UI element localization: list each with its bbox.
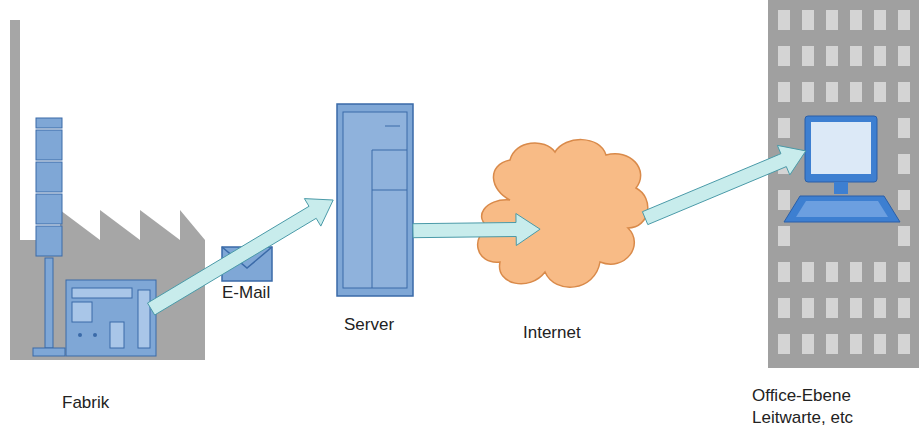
node-label: Server — [344, 314, 424, 336]
diagram-node: Office-Ebene Leitwarte, etc — [768, 0, 919, 368]
cloud-shape — [478, 140, 648, 288]
node-label: Office-Ebene Leitwarte, etc — [752, 385, 882, 429]
server-illustration — [337, 104, 413, 296]
diagram-node: Fabrik — [10, 20, 206, 360]
edge-label: E-Mail — [220, 282, 272, 304]
office-building — [768, 0, 919, 368]
block-arrow — [413, 214, 540, 246]
node-label: Fabrik — [62, 392, 142, 414]
block-arrow — [148, 199, 334, 315]
diagram-node: Server — [337, 104, 413, 296]
block-arrow — [642, 145, 805, 224]
factory-illustration — [10, 20, 205, 360]
diagram-node: Internet — [476, 136, 654, 294]
node-label: Internet — [523, 322, 613, 344]
